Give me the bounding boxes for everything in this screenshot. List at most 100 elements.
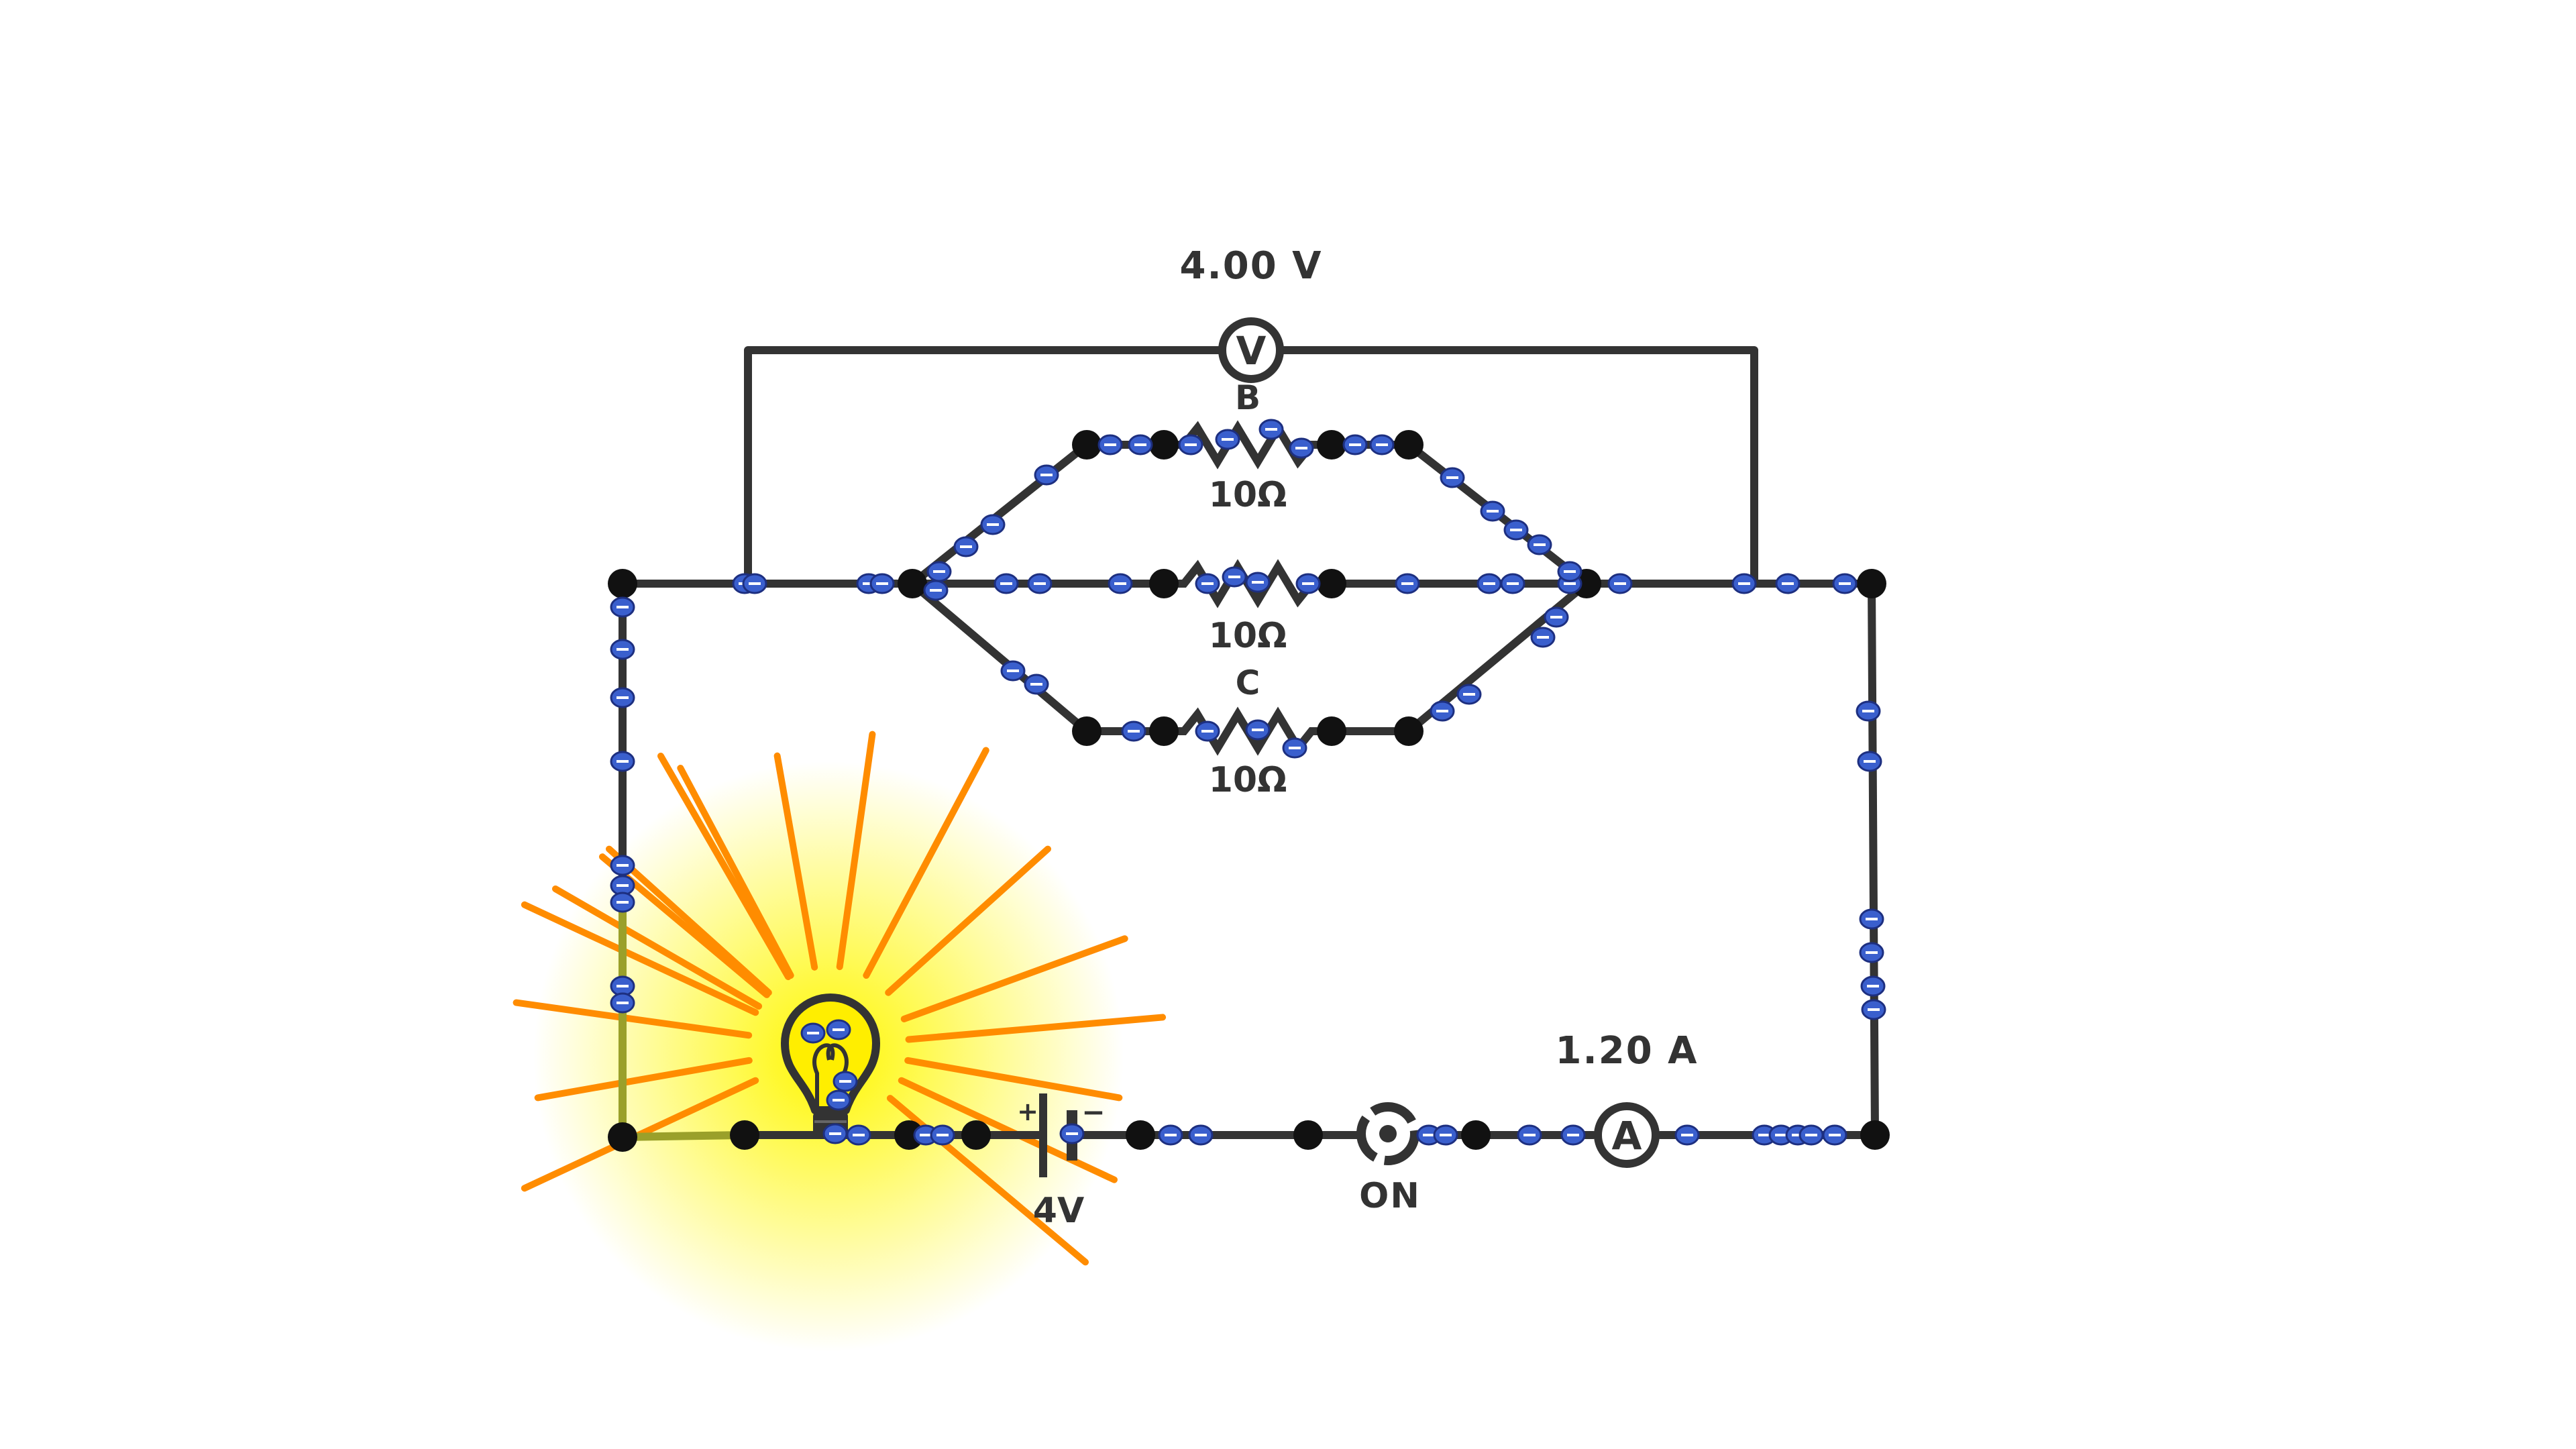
electron — [1856, 700, 1881, 722]
electron — [1530, 627, 1556, 648]
junction-node[interactable] — [894, 1120, 924, 1150]
electron — [1289, 437, 1314, 459]
electron — [1500, 573, 1525, 594]
electron — [1282, 737, 1307, 759]
voltmeter-lead-right[interactable] — [1276, 346, 1758, 588]
electron — [1000, 660, 1026, 682]
electron — [800, 1022, 826, 1044]
junction-node[interactable] — [1072, 430, 1102, 460]
electron — [1369, 434, 1395, 455]
light-ray — [521, 901, 759, 1016]
resistor-c-name: C — [1236, 663, 1260, 702]
light-ray — [898, 1077, 1118, 1183]
electron — [1557, 561, 1582, 582]
electron — [610, 992, 635, 1014]
electron — [610, 639, 635, 660]
junction-node[interactable] — [1293, 1120, 1323, 1150]
wire-bottom-lit — [619, 1131, 749, 1141]
electron — [1024, 674, 1049, 695]
electron — [1799, 1124, 1824, 1146]
electron — [1433, 1124, 1458, 1146]
light-ray — [900, 935, 1128, 1022]
switch[interactable] — [1356, 1102, 1419, 1165]
wire-branch-bottom[interactable] — [908, 580, 1168, 735]
wire-right[interactable] — [1868, 580, 1879, 1139]
junction-node[interactable] — [1394, 716, 1424, 746]
electron — [1607, 573, 1633, 594]
voltmeter-reading: 4.00 V — [1179, 244, 1322, 288]
battery-plus: + — [1017, 1097, 1038, 1126]
junction-node[interactable] — [730, 1120, 759, 1150]
electron — [1861, 999, 1886, 1020]
electron — [1245, 572, 1271, 593]
electron — [923, 580, 949, 601]
electron — [610, 892, 635, 913]
electron — [1560, 1124, 1586, 1146]
wire-branch-top[interactable] — [908, 441, 1168, 588]
light-ray — [904, 1057, 1123, 1102]
ammeter-reading: 1.20 A — [1555, 1029, 1698, 1073]
junction-node[interactable] — [1317, 569, 1346, 598]
electrons — [610, 419, 1886, 1146]
junction-node[interactable] — [898, 569, 927, 598]
electron — [610, 596, 635, 618]
junction-node[interactable] — [1860, 1120, 1890, 1150]
junction-nodes — [608, 430, 1890, 1152]
resistor-middle-value: 10Ω — [1209, 616, 1287, 656]
electron — [1158, 1124, 1183, 1146]
electron — [1503, 519, 1529, 541]
voltmeter-lead-left[interactable] — [744, 346, 1226, 588]
junction-node[interactable] — [1149, 569, 1179, 598]
junction-node[interactable] — [1072, 716, 1102, 746]
electron — [822, 1123, 848, 1144]
electron — [1456, 684, 1482, 705]
junction-node[interactable] — [1149, 430, 1179, 460]
electron — [1222, 566, 1247, 588]
electron — [610, 855, 635, 876]
electron — [826, 1089, 851, 1111]
junction-node[interactable] — [1857, 569, 1886, 598]
electron — [1178, 434, 1203, 455]
electron — [1245, 719, 1271, 741]
electron — [1544, 606, 1569, 628]
light-ray — [657, 752, 792, 981]
electron — [826, 1019, 851, 1040]
resistor-b-name: B — [1235, 378, 1260, 417]
electron — [1195, 573, 1220, 594]
junction-node[interactable] — [1461, 1120, 1491, 1150]
junction-node[interactable] — [608, 1122, 637, 1152]
battery-minus: − — [1081, 1095, 1105, 1128]
junction-node[interactable] — [1317, 716, 1346, 746]
electron — [1731, 573, 1757, 594]
light-ray — [836, 731, 876, 971]
electron — [1034, 464, 1059, 486]
electron — [1832, 573, 1858, 594]
junction-node[interactable] — [1317, 430, 1346, 460]
electron — [1775, 573, 1801, 594]
resistor-b-value: 10Ω — [1209, 475, 1287, 515]
light-ray — [677, 765, 794, 979]
electron — [1128, 434, 1153, 455]
electron — [1859, 908, 1884, 930]
junction-node[interactable] — [1149, 716, 1179, 746]
junction-node[interactable] — [1126, 1120, 1155, 1150]
electron — [1857, 751, 1882, 772]
junction-node[interactable] — [608, 569, 637, 598]
switch-state: ON — [1359, 1176, 1421, 1216]
battery-voltage: 4V — [1033, 1191, 1084, 1231]
electron — [869, 573, 895, 594]
junction-node[interactable] — [961, 1120, 991, 1150]
ammeter-body[interactable] — [1594, 1102, 1660, 1168]
voltmeter-body[interactable] — [1218, 317, 1284, 383]
electron — [1440, 467, 1465, 488]
junction-node[interactable] — [1394, 430, 1424, 460]
electron — [930, 1124, 955, 1146]
electron — [1195, 720, 1220, 742]
electron — [1121, 720, 1146, 742]
electron — [1822, 1124, 1847, 1146]
ammeter[interactable]: A — [1594, 1102, 1660, 1168]
bulb-filament — [812, 1043, 849, 1108]
light-ray — [606, 845, 772, 996]
voltmeter[interactable]: V — [1218, 317, 1284, 383]
electron — [1188, 1124, 1214, 1146]
